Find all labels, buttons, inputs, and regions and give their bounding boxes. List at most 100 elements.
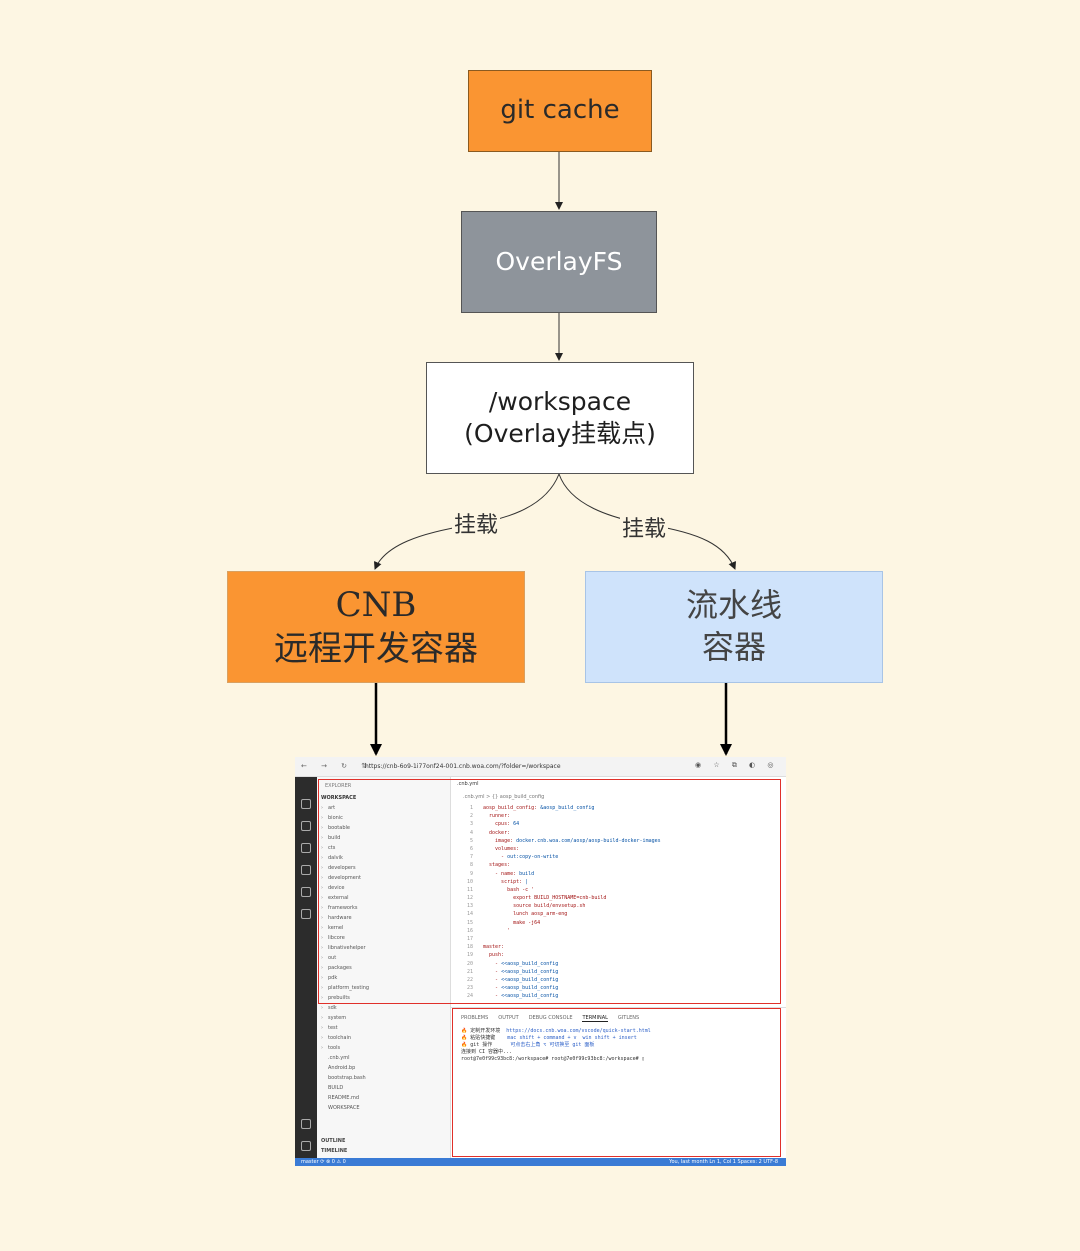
line-number: 20 [466, 960, 473, 967]
panel-tab[interactable]: PROBLEMS [461, 1015, 489, 1021]
file-tree-item[interactable]: ›frameworks [321, 903, 369, 913]
line-number: 5 [469, 837, 473, 844]
file-tree-item-label: toolchain [328, 1035, 352, 1041]
file-tree-item[interactable]: › packages [321, 963, 369, 973]
file-tree-item[interactable]: ›pdk [321, 973, 369, 983]
source-control-icon [301, 843, 311, 853]
panel-tab[interactable]: DEBUG CONSOLE [528, 1015, 573, 1021]
line-number: 10 [466, 878, 473, 885]
line-number: 15 [466, 919, 473, 926]
panel-tab[interactable]: OUTPUT [498, 1015, 519, 1021]
browser-url[interactable]: https://cnb-6o9-1i77onf24-001.cnb.woa.co… [365, 763, 561, 770]
file-tree-item[interactable]: ›libcore [321, 933, 369, 943]
code-line: 7 - out:copy-on-write [459, 853, 661, 861]
code-key: stages: [483, 862, 511, 869]
file-tree-item[interactable]: ›development [321, 873, 369, 883]
file-tree-item[interactable]: ›kernel [321, 923, 369, 933]
line-number: 18 [466, 944, 473, 951]
file-tree-item-label: bootstrap.bash [328, 1075, 366, 1081]
node-workspace-label-2: (Overlay挂载点) [464, 419, 656, 448]
code-key: docker: [483, 829, 511, 836]
file-tree-item-label: packages [328, 965, 352, 971]
line-number: 7 [469, 854, 473, 861]
terminal-link[interactable]: mac shift + command + v win shift + inse… [507, 1035, 637, 1041]
file-tree-item-label: dalvik [328, 855, 343, 861]
line-number: 21 [466, 968, 473, 975]
terminal-link[interactable]: 可点击右上角 ⌥ 可切换至 git 面板 [510, 1042, 595, 1048]
code-key: aosp_build_config: [483, 805, 541, 811]
code-line: 20 - <<aosp_build_config [459, 960, 661, 968]
editor-tab[interactable]: .cnb.yml [457, 781, 479, 787]
line-number: 11 [466, 886, 473, 893]
code-key: - [483, 968, 502, 975]
code-line: 13 source build/envsetup.sh [459, 902, 661, 910]
chevron-right-icon: › [321, 885, 323, 891]
highlight-box-terminal [452, 1008, 781, 1157]
account-icon [301, 1119, 311, 1129]
line-number: 6 [469, 845, 473, 852]
file-tree-item-label: developers [328, 865, 356, 871]
panel-tab[interactable]: TERMINAL [582, 1015, 608, 1022]
file-tree-item[interactable]: ›cts [321, 843, 369, 853]
file-tree-item[interactable]: ›dalvik [321, 853, 369, 863]
file-tree-item[interactable]: WORKSPACE [321, 1103, 369, 1113]
code-line: 15 make -j64 [459, 919, 661, 927]
file-tree-item[interactable]: ›prebuilts [321, 993, 369, 1003]
chevron-right-icon: › [321, 985, 323, 991]
code-key: - [483, 960, 502, 967]
file-tree-item[interactable]: ›test [321, 1023, 369, 1033]
file-tree-item[interactable]: ›out [321, 953, 369, 963]
file-tree-item[interactable]: ›bionic [321, 813, 369, 823]
file-tree-item[interactable]: ›developers [321, 863, 369, 873]
file-tree-item-label: bootable [328, 825, 350, 831]
file-tree-item-label: out [328, 955, 337, 961]
panel-tab[interactable]: GITLENS [617, 1015, 640, 1021]
file-tree-item[interactable]: ›tools [321, 1043, 369, 1053]
file-tree-item[interactable]: ›toolchain [321, 1033, 369, 1043]
file-tree-item-label: system [328, 1015, 347, 1021]
timeline-section[interactable]: TIMELINE [321, 1148, 348, 1154]
code-line: 3 cpus: 64 [459, 820, 661, 828]
file-tree-item-label: BUILD [328, 1085, 344, 1091]
file-tree-item[interactable]: ›sdk [321, 1003, 369, 1013]
code-line: 17 [459, 935, 661, 943]
file-tree-item[interactable]: ›art [321, 803, 369, 813]
chevron-right-icon: › [321, 965, 323, 971]
outline-section[interactable]: OUTLINE [321, 1138, 346, 1144]
status-left[interactable]: master ⟳ ⊗ 0 ⚠ 0 [301, 1159, 346, 1165]
file-tree-item[interactable]: ›hardware [321, 913, 369, 923]
file-tree-item[interactable]: README.md [321, 1093, 369, 1103]
file-tree-item[interactable]: ›bootable [321, 823, 369, 833]
file-tree-item[interactable]: bootstrap.bash [321, 1073, 369, 1083]
file-tree-item-label: device [328, 885, 345, 891]
file-tree-item-label: hardware [328, 915, 352, 921]
code-key: - [483, 993, 502, 1000]
chevron-right-icon: › [321, 875, 323, 881]
file-tree-item[interactable]: ›build [321, 833, 369, 843]
node-cnb: CNB 远程开发容器 [227, 571, 525, 683]
terminal-link[interactable]: https://docs.cnb.woa.com/vscode/quick-st… [506, 1028, 651, 1034]
file-tree-item[interactable]: BUILD [321, 1083, 369, 1093]
status-right[interactable]: You, last month Ln 1, Col 1 Spaces: 2 UT… [669, 1159, 778, 1165]
code-value: <<aosp_build_config [501, 968, 559, 975]
file-tree-item[interactable]: ›external [321, 893, 369, 903]
code-key: source build/envsetup.sh [483, 903, 586, 910]
file-tree-item[interactable]: ›libnativehelper [321, 943, 369, 953]
workspace-label[interactable]: WORKSPACE [321, 795, 357, 801]
code-line: 23 - <<aosp_build_config [459, 984, 661, 992]
file-tree: ›art›bionic›bootable›build›cts›dalvik›de… [321, 803, 369, 1113]
file-tree-item[interactable]: .cnb.yml [321, 1053, 369, 1063]
file-tree-item[interactable]: ›platform_testing [321, 983, 369, 993]
code-line: 11 bash -c ' [459, 886, 661, 894]
file-tree-item-label: test [328, 1025, 338, 1031]
code-key: - [483, 854, 508, 861]
file-tree-item-label: README.md [328, 1095, 360, 1101]
file-tree-item[interactable]: Android.bp [321, 1063, 369, 1073]
terminal-line: root@7e0f99c93bc8:/workspace# root@7e0f9… [461, 1056, 651, 1063]
code-value: | [525, 878, 529, 885]
file-tree-item[interactable]: › device [321, 883, 369, 893]
line-number: 9 [469, 870, 473, 877]
panel-tabs: PROBLEMS OUTPUT DEBUG CONSOLE TERMINAL GITLE… [461, 1015, 649, 1022]
file-tree-item[interactable]: ›system [321, 1013, 369, 1023]
